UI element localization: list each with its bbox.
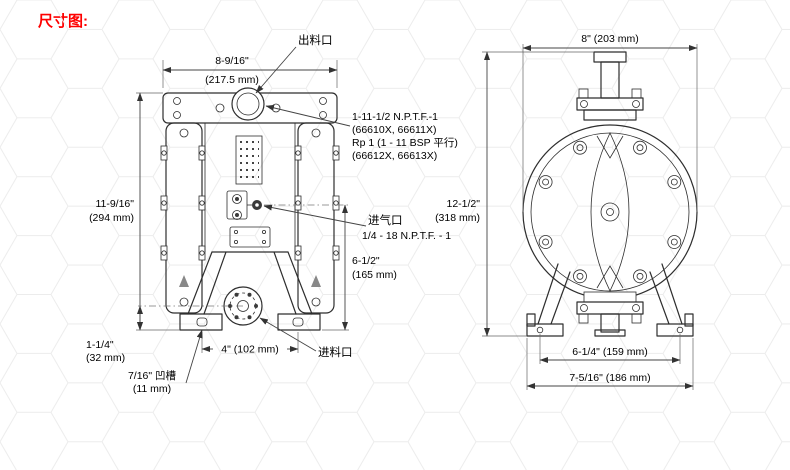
dim-side-width: 8" (203 mm)	[522, 33, 698, 212]
dim-side-height: 12-1/2" (318 mm)	[435, 51, 594, 337]
label-npt-spec: 1-11-1/2 N.P.T.F.-1 (66610X, 66611X) Rp …	[265, 104, 458, 162]
dim-side-foot-span: 7-5/16" (186 mm)	[526, 338, 694, 390]
dim-front-air-height-mm: (165 mm)	[352, 269, 397, 281]
dim-side-width: 8" (203 mm)	[581, 33, 638, 45]
dim-front-foot-spacing: 4" (102 mm)	[201, 332, 299, 356]
front-view-drawing	[160, 87, 340, 331]
dim-front-air-height-in: 6-1/2"	[352, 255, 380, 267]
dim-front-width-in: 8-9/16"	[215, 55, 249, 67]
dim-side-foot-span: 7-5/16" (186 mm)	[569, 372, 650, 384]
dim-front-height: 11-9/16" (294 mm)	[89, 92, 180, 331]
groove-label-line1: 7/16" 凹槽	[128, 370, 177, 382]
dim-side-height-in: 12-1/2"	[447, 198, 481, 210]
inlet-label: 进料口	[318, 345, 353, 359]
air-inlet-spec: 1/4 - 18 N.P.T.F. - 1	[362, 230, 451, 242]
groove-label-line2: (11 mm)	[133, 383, 171, 395]
dim-front-inlet-height: 1-1/4" (32 mm)	[86, 305, 243, 364]
foot-groove	[292, 317, 304, 327]
npt-spec-line2: (66610X, 66611X)	[352, 124, 436, 136]
dim-front-inlet-height-in: 1-1/4"	[86, 339, 114, 351]
foot-groove	[196, 317, 208, 327]
side-view-drawing	[522, 51, 698, 337]
dim-front-foot-spacing: 4" (102 mm)	[221, 344, 278, 356]
label-inlet: 进料口	[259, 317, 353, 359]
label-groove: 7/16" 凹槽 (11 mm)	[128, 329, 203, 395]
npt-spec-line1: 1-11-1/2 N.P.T.F.-1	[352, 111, 438, 123]
dim-front-width-mm: (217.5 mm)	[205, 74, 259, 86]
air-inlet-label: 进气口	[368, 213, 403, 227]
dim-side-hole-span: 6-1/4" (159 mm)	[572, 346, 648, 358]
outlet-label: 出料口	[298, 33, 333, 47]
side-feet	[526, 263, 694, 337]
clamp-bolts	[538, 140, 682, 284]
dim-front-height-mm: (294 mm)	[89, 212, 134, 224]
dim-front-width: 8-9/16" (217.5 mm)	[162, 55, 338, 88]
label-outlet: 出料口	[255, 33, 333, 94]
dim-front-inlet-height-mm: (32 mm)	[86, 352, 125, 364]
dim-side-hole-span: 6-1/4" (159 mm)	[539, 334, 681, 364]
dim-front-height-in: 11-9/16"	[95, 198, 134, 210]
npt-spec-line4: (66612X, 66613X)	[352, 150, 437, 162]
label-air-inlet: 进气口 1/4 - 18 N.P.T.F. - 1	[263, 204, 451, 242]
npt-spec-line3: Rp 1 (1 - 11 BSP 平行)	[352, 136, 458, 149]
dim-side-height-mm: (318 mm)	[435, 212, 480, 224]
flow-arrow-icon	[311, 275, 321, 287]
air-valve	[226, 190, 262, 220]
muffler-grid	[235, 135, 263, 185]
outlet-port-circle	[231, 87, 265, 121]
flow-arrow-icon	[179, 275, 189, 287]
dim-front-air-inlet-height: 6-1/2" (165 mm)	[264, 204, 397, 331]
